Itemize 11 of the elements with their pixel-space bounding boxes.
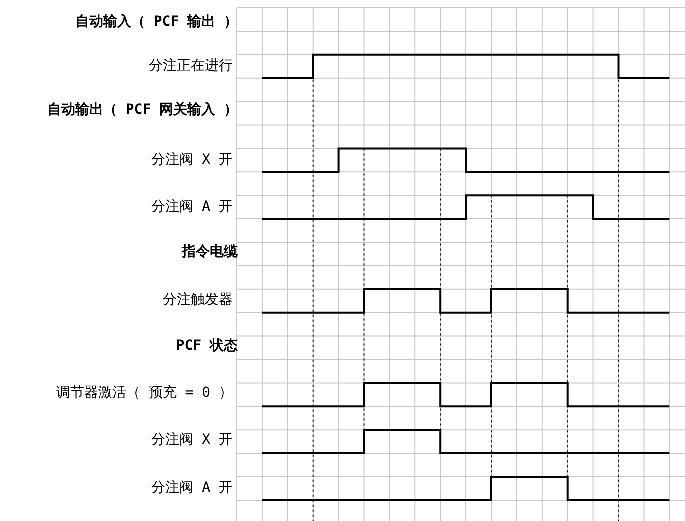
section-heading: 指令电缆 [182, 243, 238, 261]
signal-name: 分注阀 A 开 [152, 479, 233, 497]
signal-name: 分注阀 X 开 [152, 431, 233, 449]
signal-name: 分注阀 A 开 [152, 198, 233, 216]
signal-name: 分注阀 X 开 [152, 151, 233, 169]
signal-name: 分注触发器 [163, 291, 233, 309]
signal-name: 调节器激活（ 预充 = 0 ） [56, 384, 233, 402]
section-heading: 自动输出（ PCF 网关输入 ） [47, 101, 238, 119]
section-heading: 自动输入（ PCF 输出 ） [75, 13, 238, 31]
section-heading: PCF 状态 [176, 337, 238, 355]
signal-name: 分注正在进行 [149, 57, 233, 75]
